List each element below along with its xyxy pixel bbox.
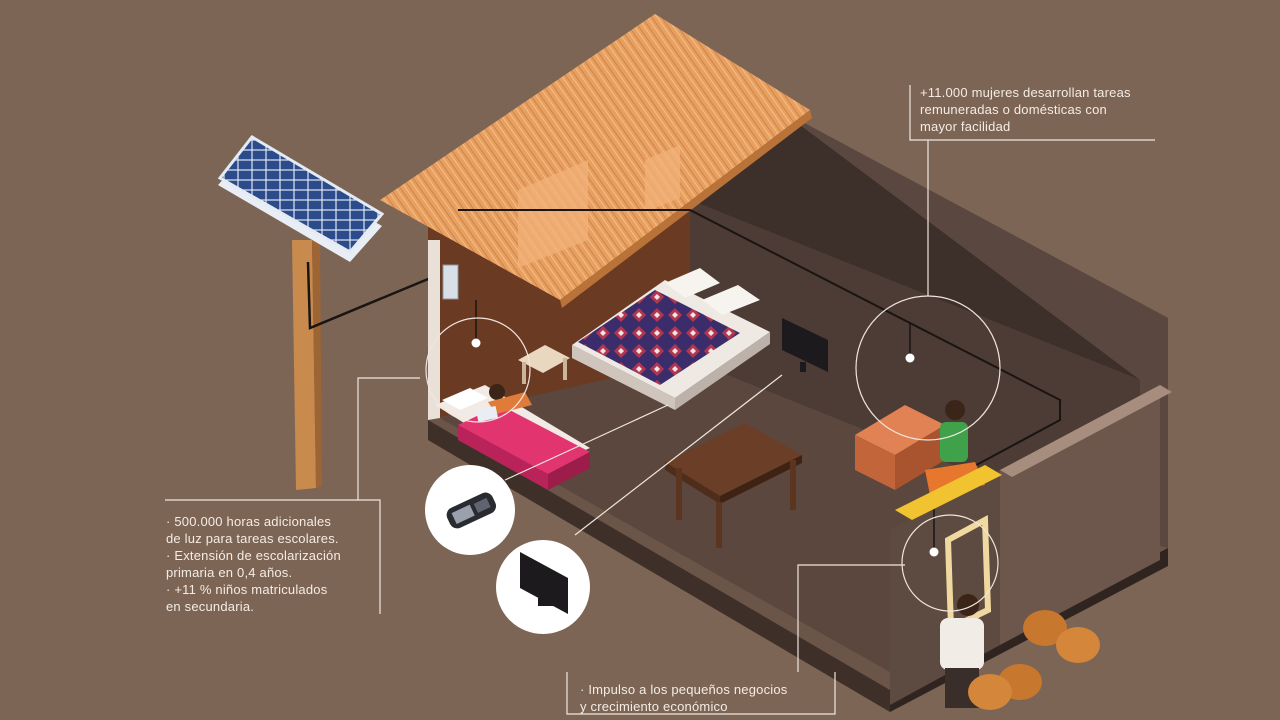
callout-school-line-4: primaria en 0,4 años.	[166, 565, 293, 580]
callout-business-line-1: · Impulso a los pequeños negocios	[580, 682, 788, 697]
callout-line-women	[909, 85, 1155, 141]
television-icon	[496, 540, 590, 634]
counter-shelf	[895, 465, 1002, 633]
callout-business-line-2: y crecimiento económico	[580, 699, 728, 714]
light-bulb-icon	[471, 338, 481, 348]
interior-wiring	[458, 209, 1061, 491]
callout-line-business	[566, 672, 836, 715]
double-bed	[572, 268, 770, 410]
callout-school-line-5: · +11 % niños matriculados	[166, 582, 328, 597]
callout-women-line-3: mayor facilidad	[920, 119, 1011, 134]
nightstand	[518, 345, 570, 384]
light-bulb-icon	[905, 353, 915, 363]
callout-school-line-2: de luz para tareas escolares.	[166, 531, 339, 546]
callout-women-line-1: +11.000 mujeres desarrollan tareas	[920, 85, 1131, 100]
callout-women: +11.000 mujeres desarrollan tareas remun…	[920, 84, 1160, 135]
wooden-table	[665, 423, 802, 548]
wall-television	[782, 318, 828, 372]
callout-school-line-6: en secundaria.	[166, 599, 255, 614]
callout-school-line-1: · 500.000 horas adicionales	[166, 514, 332, 529]
highlight-circle-child	[425, 317, 531, 423]
child-figure	[475, 384, 532, 422]
highlight-circle-entrance	[901, 514, 999, 612]
mobile-phone-icon	[425, 465, 515, 555]
baskets	[968, 610, 1100, 710]
power-cable	[306, 261, 446, 330]
thatched-roof	[380, 14, 812, 308]
callout-line-school	[165, 499, 381, 614]
callout-business: · Impulso a los pequeños negocios y crec…	[580, 681, 840, 715]
callout-school: · 500.000 horas adicionales de luz para …	[166, 513, 396, 615]
single-bed	[435, 385, 590, 490]
callout-women-line-2: remuneradas o domésticas con	[920, 102, 1107, 117]
electrical-box	[442, 264, 459, 300]
callout-school-line-3: · Extensión de escolarización	[166, 548, 341, 563]
light-bulb-icon	[929, 547, 939, 557]
brick-stove	[855, 405, 945, 490]
solar-panel-icon	[217, 135, 385, 490]
